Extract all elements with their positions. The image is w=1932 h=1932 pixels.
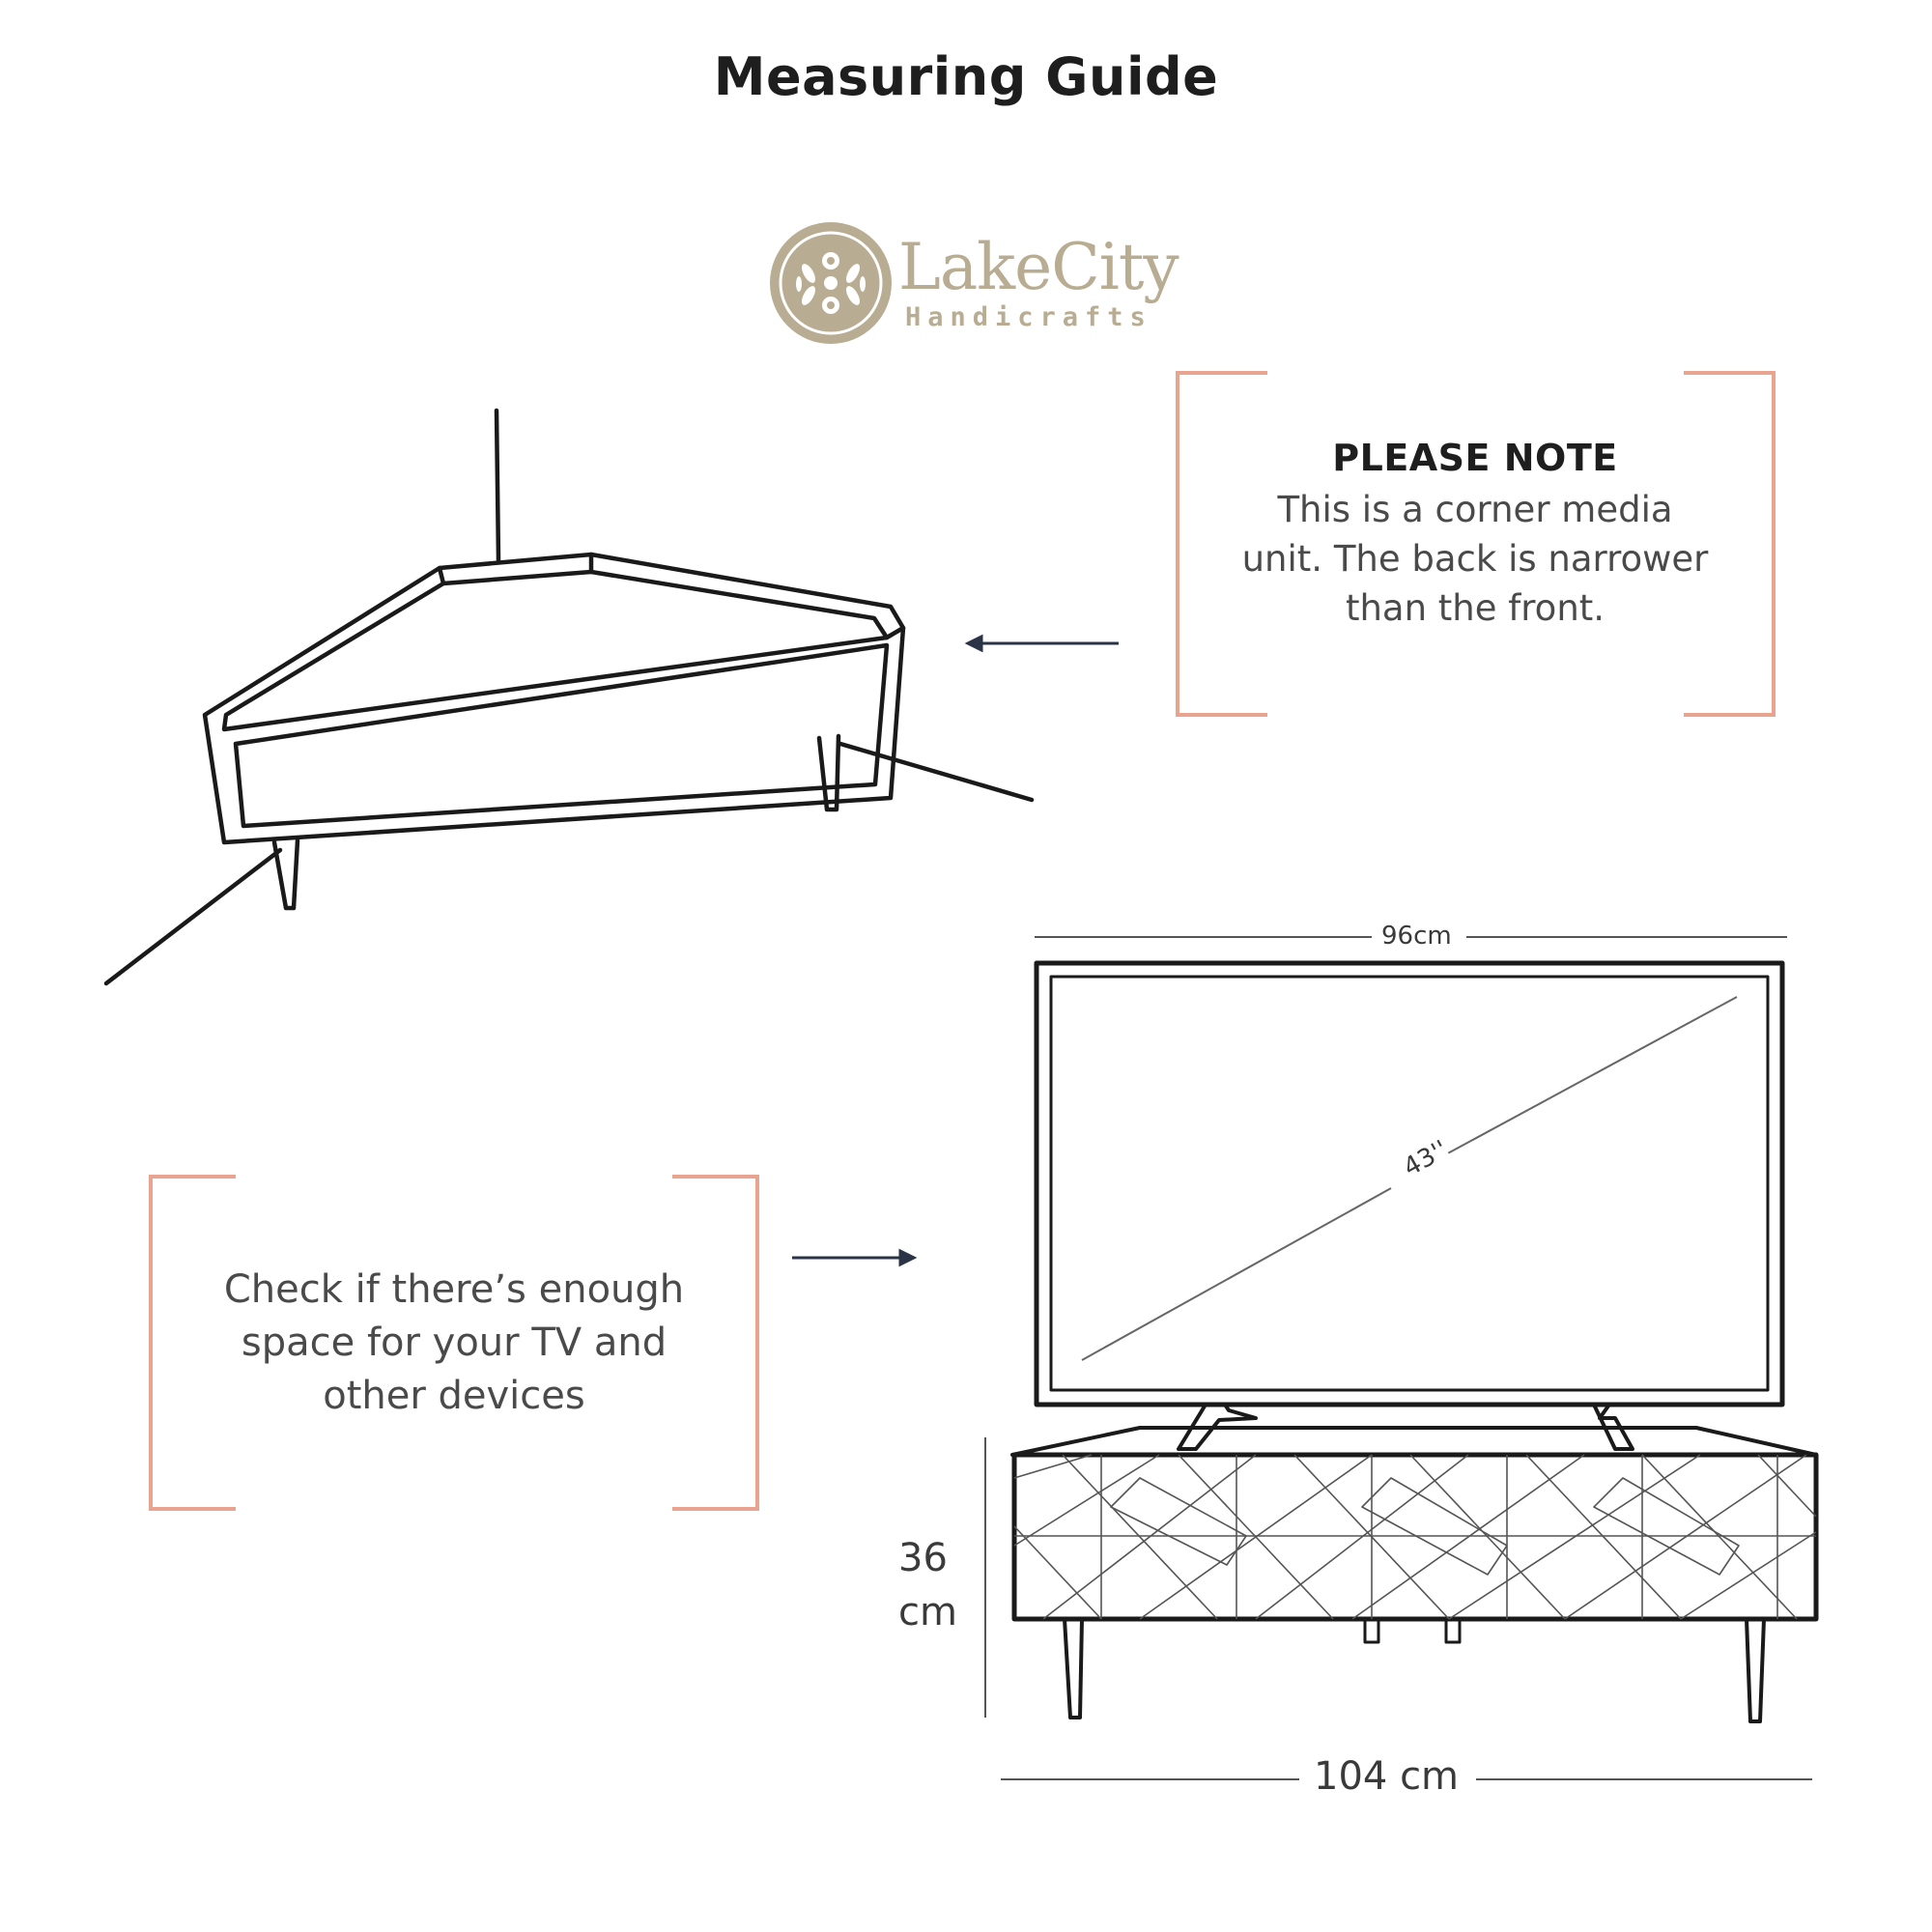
unit-height-value-label: 36: [898, 1536, 948, 1580]
check-space-text: Check if there’s enough space for your T…: [160, 1264, 748, 1423]
tv-foot-right: [1592, 1403, 1634, 1451]
please-note-line: This is a corner media: [1277, 489, 1673, 530]
media-unit-leg-left: [1063, 1618, 1084, 1719]
unit-width-label: 104 cm: [1314, 1754, 1460, 1799]
media-unit-top: [1010, 1426, 1818, 1457]
please-note-box: PLEASE NOTE This is a corner media unit.…: [1188, 437, 1762, 633]
note-bracket-left: [1176, 371, 1267, 717]
tv-screen: [1049, 975, 1770, 1392]
page-title: Measuring Guide: [713, 46, 1219, 107]
check-space-box: Check if there’s enough space for your T…: [160, 1264, 748, 1423]
tv-diagonal-line-lower: [1081, 1187, 1392, 1361]
media-unit-leg-back-right: [1444, 1619, 1462, 1644]
check-space-line: Check if there’s enough: [223, 1267, 685, 1312]
rim-edge-left: [437, 565, 446, 586]
tv-outer-frame: [1034, 960, 1785, 1407]
unit-front-panel: [233, 642, 890, 829]
please-note-line: than the front.: [1345, 587, 1605, 629]
media-unit-band-2: [1361, 1477, 1508, 1576]
please-note-heading: PLEASE NOTE: [1332, 437, 1618, 479]
media-unit-front: [1011, 1452, 1819, 1622]
brand-logo: LakeCity Handicrafts: [768, 220, 1212, 355]
tv-illustration: [1034, 960, 1785, 1451]
unit-leg-front-right: [816, 733, 841, 812]
floor-right-line: [838, 741, 1035, 803]
check-arrow-right: [792, 1248, 918, 1267]
note-bracket-right: [1684, 371, 1776, 717]
logo-subtitle: Handicrafts: [905, 302, 1152, 332]
media-unit-geometric-pattern: [1013, 1454, 1817, 1620]
check-space-line: other devices: [323, 1374, 585, 1418]
media-unit-band-1: [1110, 1477, 1247, 1566]
tv-width-label: 96cm: [1381, 922, 1452, 951]
media-unit-illustration: [1010, 1426, 1819, 1723]
unit-leg-front-left: [271, 838, 300, 911]
unit-height-unit-label: cm: [898, 1590, 957, 1634]
check-bracket-left: [149, 1175, 236, 1511]
tv-foot-left: [1177, 1403, 1258, 1451]
rim-edge-right: [884, 625, 906, 640]
check-brackets: [149, 1175, 759, 1511]
unit-outer-body: [202, 552, 906, 845]
please-note-line: unit. The back is narrower: [1241, 538, 1709, 580]
floor-left-line: [103, 847, 283, 986]
logo-wordmark: LakeCity: [898, 230, 1179, 304]
please-note-text: This is a corner media unit. The back is…: [1188, 485, 1762, 633]
check-space-line: space for your TV and: [241, 1321, 668, 1365]
media-unit-leg-back-left: [1363, 1619, 1380, 1644]
check-bracket-right: [672, 1175, 759, 1511]
media-unit-band-3: [1593, 1477, 1740, 1576]
wall-corner-line: [494, 408, 501, 563]
corner-media-unit-illustration: [103, 408, 1035, 986]
note-brackets: [1176, 371, 1776, 717]
media-unit-leg-right: [1745, 1618, 1766, 1723]
note-arrow-left: [964, 634, 1119, 653]
unit-inner-rim: [221, 569, 890, 732]
tv-diagonal-line-upper: [1443, 996, 1738, 1156]
logo-emblem-icon: [770, 222, 892, 344]
